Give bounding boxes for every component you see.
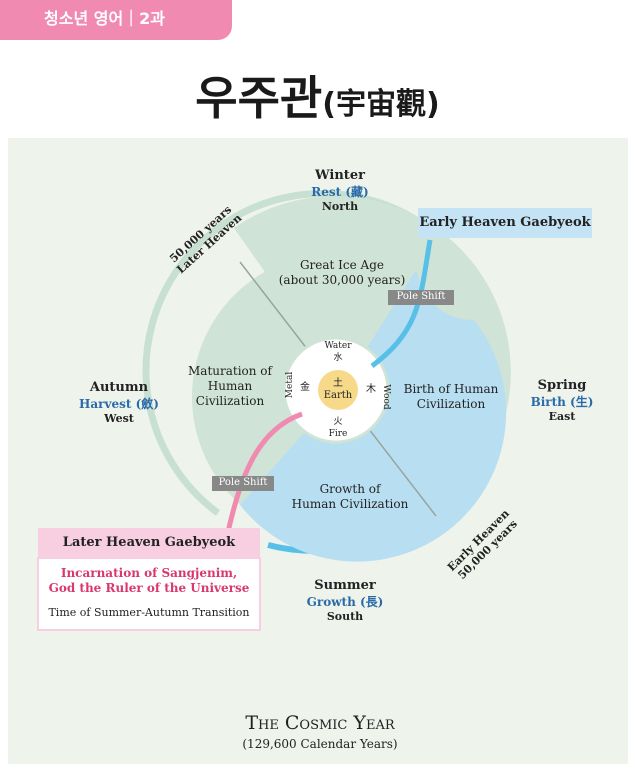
later-gaebyeok-title: Later Heaven Gaebyeok: [62, 535, 236, 550]
summer-direction: South: [326, 610, 364, 623]
lesson-tag: 청소년 영어｜2과: [0, 0, 232, 40]
autumn-direction: West: [104, 412, 134, 425]
maturation-line-3: Civilization: [195, 394, 265, 408]
later-gaebyeok-box: [38, 528, 260, 558]
maturation-line-1: Maturation of: [188, 364, 272, 378]
title-hanja: (宇宙觀): [322, 87, 440, 122]
incarnation-box: [37, 557, 261, 631]
water-text: Water: [324, 341, 352, 351]
metal-char: 金: [300, 382, 310, 393]
water-char: 水: [333, 353, 343, 363]
summer-phase: Growth (長): [306, 595, 384, 609]
fire-text: Fire: [328, 429, 348, 439]
wood-char: 木: [366, 384, 376, 395]
spring-season: Spring: [537, 378, 587, 393]
incarnation-line-1: Incarnation of Sangjenim,: [60, 566, 238, 580]
earth-label: 土 Earth: [318, 378, 358, 402]
early-gaebyeok-box: [418, 208, 592, 238]
caption-subtitle: (129,600 Calendar Years): [242, 737, 398, 751]
great-ice-age-text: Great Ice Age (about 30,000 years): [272, 258, 412, 288]
fire-label: 火 Fire: [320, 416, 356, 440]
maturation-text: Maturation of Human Civilization: [180, 364, 280, 409]
winter-direction: North: [321, 200, 359, 213]
incarnation-text: Incarnation of Sangjenim, God the Ruler …: [38, 566, 260, 596]
later-heaven-arc: [142, 190, 431, 516]
incarnation-line-2: God the Ruler of the Universe: [48, 581, 250, 595]
birth-line-1: Birth of Human: [403, 382, 499, 396]
metal-text: Metal: [285, 371, 295, 399]
later-gaebyeok-curve: [225, 411, 303, 533]
wood-text: Wood: [381, 384, 391, 410]
main-circle-blue: [240, 320, 507, 562]
ice-age-line-1: Great Ice Age: [299, 258, 385, 272]
earth-circle: [318, 370, 358, 410]
winter-phase: Rest (藏): [311, 185, 369, 199]
water-label: Water 水: [318, 340, 358, 364]
autumn-season: Autumn: [89, 380, 149, 395]
autumn-phase: Harvest (斂): [79, 397, 159, 411]
pole-shift-box-1: [388, 290, 454, 305]
summer-season: Summer: [314, 578, 376, 593]
maturation-line-2: Human: [207, 379, 253, 393]
fire-char: 火: [333, 417, 343, 427]
birth-line-2: Civilization: [416, 397, 486, 411]
transition-text: Time of Summer-Autumn Transition: [48, 606, 250, 619]
pole-shift-box-2: [212, 476, 274, 491]
spring-direction: East: [548, 410, 576, 423]
pole-shift-label-1: Pole Shift: [396, 291, 446, 302]
spring-label: Spring Birth (生) East: [522, 378, 602, 423]
growth-line-1: Growth of: [319, 482, 381, 496]
ice-age-line-2: (about 30,000 years): [278, 273, 406, 287]
summer-label: Summer Growth (長) South: [300, 578, 390, 623]
page-title: 우주관(宇宙觀): [0, 62, 635, 128]
pole-shift-label-2: Pole Shift: [218, 477, 268, 488]
autumn-label: Autumn Harvest (斂) West: [74, 380, 164, 425]
early-gaebyeok-title: Early Heaven Gaebyeok: [419, 215, 591, 230]
title-main: 우주관: [195, 71, 323, 125]
spring-phase: Birth (生): [530, 395, 594, 409]
early-gaebyeok-curve: [370, 239, 433, 368]
birth-civ-text: Birth of Human Civilization: [396, 382, 506, 412]
winter-label: Winter Rest (藏) North: [300, 168, 380, 213]
growth-civ-text: Growth of Human Civilization: [280, 482, 420, 512]
earth-text: Earth: [323, 390, 353, 401]
growth-line-2: Human Civilization: [291, 497, 409, 511]
winter-season: Winter: [315, 168, 365, 183]
earth-char: 土: [333, 378, 343, 389]
caption-title: The Cosmic Year: [245, 712, 395, 734]
